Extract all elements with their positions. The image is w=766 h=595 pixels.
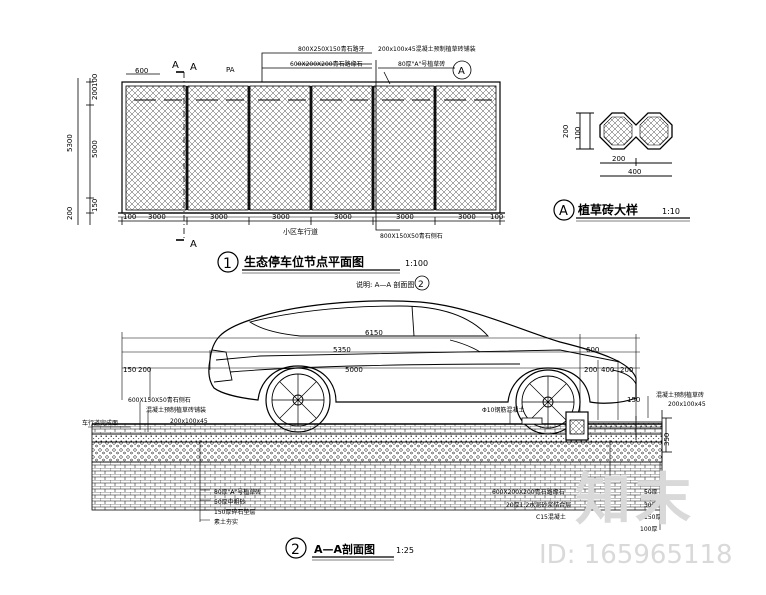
section-title-number: 2: [291, 542, 300, 558]
plan-title-number: 1: [223, 256, 232, 272]
plan-dim-left-3: 5300: [66, 134, 74, 152]
section-bottom-left-label-2: 150厚碎石垫层: [214, 508, 255, 516]
section-bottom-right-label-1: 30厚: [644, 502, 658, 509]
brick-scale: 1:10: [662, 207, 680, 216]
section-note-marker-label: 2: [418, 280, 424, 290]
plan-dim-left-4: 150: [91, 199, 99, 212]
section-left-label-2: 200x100x45: [170, 418, 208, 425]
plan-callout-4: 800X150X50青石侧石: [380, 232, 443, 240]
watermark-logo: 知末: [575, 468, 695, 533]
plan-dim-bottom-2: 3000: [210, 213, 228, 221]
section-dim-6: 200: [584, 366, 597, 374]
brick-dim-1: 100: [574, 127, 582, 140]
plan-callout-0: 800X250X150青石路牙: [298, 45, 365, 53]
plan-dim-bottom-4: 3000: [334, 213, 352, 221]
section-dim-labels: 6150 5350 5000 600 150 200 200 400 200 1…: [123, 329, 640, 404]
section-dim-4: 150: [123, 366, 136, 374]
section-right-top-label-1: 200x100x45: [668, 401, 706, 408]
plan-labels: 600 A PA 100 3000 3000 3000 3000 3000 30…: [66, 45, 503, 250]
brick-title-marker-label: A: [559, 204, 568, 219]
plan-dim-bottom-1: 3000: [148, 213, 166, 221]
plan-dim-left-5: 200: [66, 207, 74, 220]
plan-title-block: 1 生态停车位节点平面图 1:100: [217, 251, 428, 274]
section-bottom-mid-label-2: C15混凝土: [536, 513, 566, 521]
plan-callout-marker-label: A: [458, 66, 465, 77]
brick-title-marker: [553, 199, 575, 221]
section-right-top-label-0: 混凝土预制植草砖: [656, 391, 704, 399]
section-bottom-mid-label-1: 20厚1:2水泥砂浆结合层: [506, 501, 571, 509]
plan-callout-1: 600X200X200青石路缘石: [290, 60, 363, 68]
brick-dim-2: 200: [612, 155, 625, 163]
plan-view: [77, 52, 505, 241]
section-dim-8: 200: [620, 366, 633, 374]
section-bottom-right-label-0: 50厚: [644, 489, 658, 496]
section-mid-label: Φ10钢筋混凝土: [482, 406, 524, 414]
section-dim-9: 150: [627, 396, 640, 404]
car-elevation: [208, 300, 637, 435]
plan-dim-bottom-6: 3000: [458, 213, 476, 221]
plan-dim-top-0: 600: [135, 67, 148, 75]
brick-title: 植草砖大样: [577, 202, 638, 217]
section-bottom-right-label-3: 100厚: [640, 526, 657, 533]
plan-dim-bottom-0: 100: [123, 213, 136, 221]
watermark-id: ID: 165965118: [539, 540, 733, 570]
plan-road-label: 小区车行道: [283, 227, 318, 236]
plan-callout-3: 80厚"A"号植草砖: [398, 60, 445, 68]
section-road-label: 车行道完成面: [82, 419, 118, 427]
section-bottom-left-label-0: 80厚"A"号植草砖: [214, 488, 261, 496]
section-bottom-right-label-2: 150厚: [644, 514, 661, 521]
section-bottom-left-label-1: 50厚中粗砂: [214, 498, 246, 506]
section-labels: 600X150X50青石侧石 混凝土预制植草砖铺装 200x100x45 混凝土…: [82, 391, 706, 533]
section-dim-3: 600: [586, 346, 599, 354]
plan-dim-bottom-5: 3000: [396, 213, 414, 221]
section-bottom-mid-label-0: 600X200X200青石路缘石: [492, 488, 565, 496]
section-left-label-0: 600X150X50青石侧石: [128, 396, 191, 404]
section-scale: 1:25: [396, 546, 414, 555]
section-dimensions: [121, 332, 640, 420]
brick-labels: 200 100 200 400 A 植草砖大样 1:10: [553, 125, 690, 222]
plan-dim-left-0: 200: [91, 87, 99, 100]
ground-layers: [91, 410, 672, 511]
plan-dim-top-2: PA: [226, 66, 235, 74]
plan-dim-left-1: 100: [91, 74, 99, 87]
section-note: 说明: A—A 剖面图: [356, 280, 414, 289]
section-bottom-left-label-3: 素土夯实: [214, 518, 238, 526]
section-note-block: 说明: A—A 剖面图 2: [356, 275, 430, 291]
plan-scale: 1:100: [405, 259, 428, 268]
brick-detail: [576, 112, 673, 177]
plan-title: 生态停车位节点平面图: [244, 254, 364, 269]
plan-section-mark-a2: A: [190, 239, 197, 250]
section-dim-350: 350: [663, 433, 671, 446]
plan-callout-marker: [452, 60, 472, 80]
plan-dim-left-2: 5000: [91, 140, 99, 158]
plan-callout-2: 200x100x45混凝土预制植草砖铺装: [378, 45, 476, 53]
section-dim-5: 200: [138, 366, 151, 374]
section-leaders: [88, 396, 661, 530]
section-title-block: 2 A—A剖面图 1:25: [285, 537, 414, 561]
brick-dim-0: 200: [562, 125, 570, 138]
section-note-marker: [414, 275, 430, 291]
plan-dim-bottom-7: 100: [490, 213, 503, 221]
section-dim-7: 400: [601, 366, 614, 374]
brick-dim-3: 400: [628, 168, 641, 176]
plan-section-mark-top: A: [190, 62, 197, 73]
section-dim-0: 6150: [365, 329, 383, 337]
plan-section-mark-a1: A: [172, 60, 179, 71]
section-dim-2: 5000: [345, 366, 363, 374]
section-title: A—A剖面图: [314, 542, 375, 556]
section-left-label-1: 混凝土预制植草砖铺装: [146, 406, 206, 414]
plan-dim-bottom-3: 3000: [272, 213, 290, 221]
section-dim-1: 5350: [333, 346, 351, 354]
